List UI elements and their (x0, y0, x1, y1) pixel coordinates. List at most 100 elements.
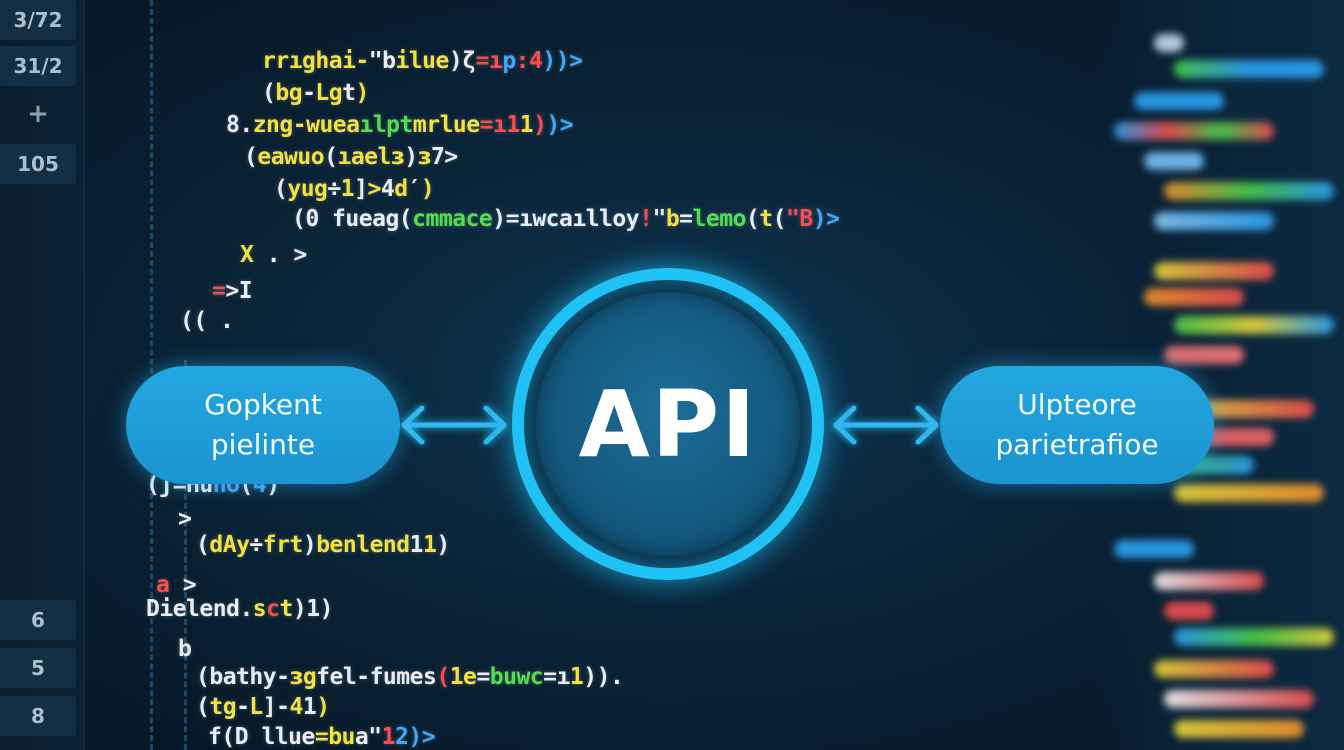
code-token: )) (542, 48, 570, 74)
code-line: (0 fueag(cmmace)=ıwcaılloy!"b=lemo(t("B)… (292, 206, 840, 232)
code-token: - (276, 694, 290, 720)
code-token: frt (262, 532, 304, 558)
code-line: =>I (212, 278, 253, 304)
code-token: - (236, 694, 250, 720)
double-headed-arrow-icon (833, 405, 939, 445)
code-token: ( (262, 80, 276, 106)
code-token: 7 (430, 144, 445, 170)
code-token: t (342, 80, 356, 106)
code-token: a (354, 724, 369, 750)
code-token: ) (302, 532, 317, 558)
code-line: (( . (180, 308, 234, 334)
code-token: ( (436, 664, 450, 690)
code-token: 4 (289, 694, 304, 720)
code-token: ı (488, 48, 503, 74)
code-token: ( (772, 206, 787, 232)
code-token: ( (146, 472, 160, 498)
code-token: D (234, 724, 249, 750)
code-token: " (786, 206, 800, 232)
code-token: : (515, 48, 530, 74)
code-token: ( (398, 206, 413, 232)
code-token: > (367, 176, 381, 202)
code-token: X (240, 242, 254, 268)
code-line: a > (156, 574, 197, 597)
code-token: eawuo (257, 144, 325, 170)
code-token: ) (316, 694, 330, 720)
code-token: > (178, 506, 192, 532)
right-node-pill: Ulpteore parietrafioe (940, 366, 1214, 484)
code-token: ζ (462, 48, 476, 74)
code-token: fel (316, 664, 357, 690)
code-token: = (212, 278, 226, 304)
code-token: 2 (394, 724, 409, 750)
code-token: ıwcaılloy (518, 206, 640, 232)
code-line: Dielend.sct)1) (146, 598, 333, 621)
code-token: 1 (381, 724, 396, 750)
code-token: d (394, 176, 408, 202)
code-token: ( (196, 664, 210, 690)
line-number: 31/2 (0, 46, 76, 86)
code-token: > (444, 144, 458, 170)
code-token: . (609, 664, 624, 690)
code-token: " (368, 724, 382, 750)
code-line: f(D llue=bua"12)> (208, 724, 436, 750)
code-line: (tg-L]-41) (196, 696, 330, 719)
code-line: b (178, 636, 192, 662)
code-token: fumes (369, 664, 437, 690)
code-token: ı (492, 112, 507, 138)
code-token (248, 724, 261, 750)
code-token: 1 (409, 532, 424, 558)
code-token: c (266, 596, 280, 622)
code-token: . (206, 308, 234, 334)
line-number: + (27, 99, 49, 129)
code-token: ɜg (289, 664, 317, 690)
code-token: - (276, 664, 290, 690)
api-label: API (578, 370, 758, 478)
code-token: mrlue (412, 112, 480, 138)
code-token: b (178, 636, 192, 662)
code-line: > (178, 506, 192, 532)
code-token: L (249, 694, 263, 720)
code-token: ′ (407, 176, 422, 202)
code-token: - (356, 664, 370, 690)
code-token: ) (420, 176, 435, 202)
code-line: (bg-Lgt) (262, 82, 369, 105)
code-token: 1 (519, 112, 534, 138)
code-token: ] (354, 176, 368, 202)
code-token: ( (196, 532, 210, 558)
line-number: 3/72 (0, 0, 76, 40)
code-token: lemo (692, 206, 747, 232)
code-token: t (759, 206, 773, 232)
code-token: > (421, 724, 436, 750)
api-hub: API (536, 292, 800, 556)
right-node-label-line1: Ulpteore (1017, 388, 1137, 421)
left-node-label-line1: Gopkent (204, 388, 322, 421)
code-token: " (652, 206, 666, 232)
code-token: = (479, 112, 494, 138)
code-token: = (314, 724, 329, 750)
code-token: (( (180, 308, 207, 334)
code-token: Lg (315, 80, 343, 106)
code-token: ( (221, 724, 235, 750)
code-token: . (239, 596, 253, 622)
code-token: ( (244, 144, 258, 170)
code-token: ( (274, 176, 288, 202)
code-token: 1e (449, 664, 477, 690)
code-token: yug (287, 176, 328, 202)
code-token: ) (583, 664, 597, 690)
code-line: (bathy-ɜgfel-fumes(1e=buwc=ı1)). (196, 664, 624, 690)
code-token: ilue (395, 48, 449, 74)
code-token: bg (275, 80, 303, 106)
code-token: ) (404, 144, 418, 170)
code-token: 1 (306, 596, 320, 622)
code-token: ) (533, 112, 547, 138)
code-line: X . > (240, 244, 307, 267)
code-token: > (559, 112, 574, 138)
line-number: 8 (0, 696, 76, 736)
code-token: llue (261, 724, 315, 750)
code-token: ÷ (327, 176, 341, 202)
code-token: buwc (489, 664, 544, 690)
code-token: 1 (302, 694, 317, 720)
code-token: ) (292, 596, 307, 622)
code-token: ) (319, 596, 334, 622)
